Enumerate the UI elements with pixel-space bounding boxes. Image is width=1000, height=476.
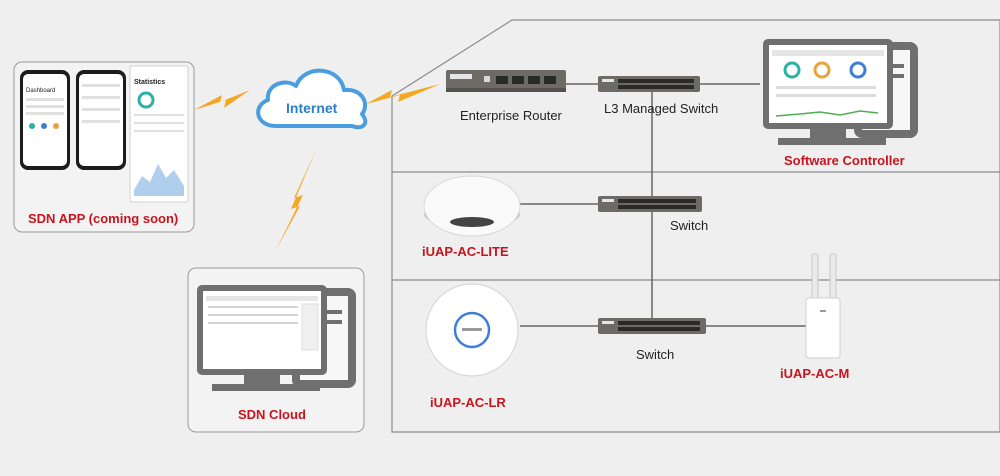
software-controller-label: Software Controller xyxy=(784,153,905,168)
sdn-app-label: SDN APP (coming soon) xyxy=(28,211,179,226)
cloud-icon xyxy=(256,68,368,130)
ap-lite-label: iUAP-AC-LITE xyxy=(422,244,509,259)
sdn-cloud-pc xyxy=(197,285,356,391)
software-controller-pc xyxy=(763,39,918,145)
switch-mid-label: Switch xyxy=(670,218,709,233)
phone-statistics-title: Statistics xyxy=(134,79,165,86)
smartphone-icon: Dashboard xyxy=(20,70,70,170)
lightning-bolt-icon xyxy=(276,150,316,250)
switch-bottom-label: Switch xyxy=(636,347,675,362)
ap-m-label: iUAP-AC-M xyxy=(780,366,850,381)
ap-lr-label: iUAP-AC-LR xyxy=(430,395,506,410)
access-point-icon xyxy=(805,253,841,359)
internet-label: Internet xyxy=(286,100,338,116)
monitor-icon xyxy=(763,39,893,145)
smartphone-icon xyxy=(76,70,126,170)
switch-icon xyxy=(598,318,706,334)
sdn-cloud-label: SDN Cloud xyxy=(238,407,306,422)
monitor-icon xyxy=(197,285,327,391)
switch-icon xyxy=(598,196,702,212)
l3-switch-label: L3 Managed Switch xyxy=(604,101,719,116)
access-point-icon xyxy=(423,175,521,237)
lightning-bolt-icon xyxy=(366,84,440,104)
phone-dashboard-title: Dashboard xyxy=(26,88,55,94)
network-area-panel xyxy=(391,19,1000,433)
switch-icon xyxy=(598,76,700,92)
lightning-bolt-icon xyxy=(194,90,250,110)
access-point-icon xyxy=(425,283,519,377)
router-icon xyxy=(446,70,566,92)
router-label: Enterprise Router xyxy=(460,108,562,123)
smartphone-icon: Statistics xyxy=(129,65,189,203)
